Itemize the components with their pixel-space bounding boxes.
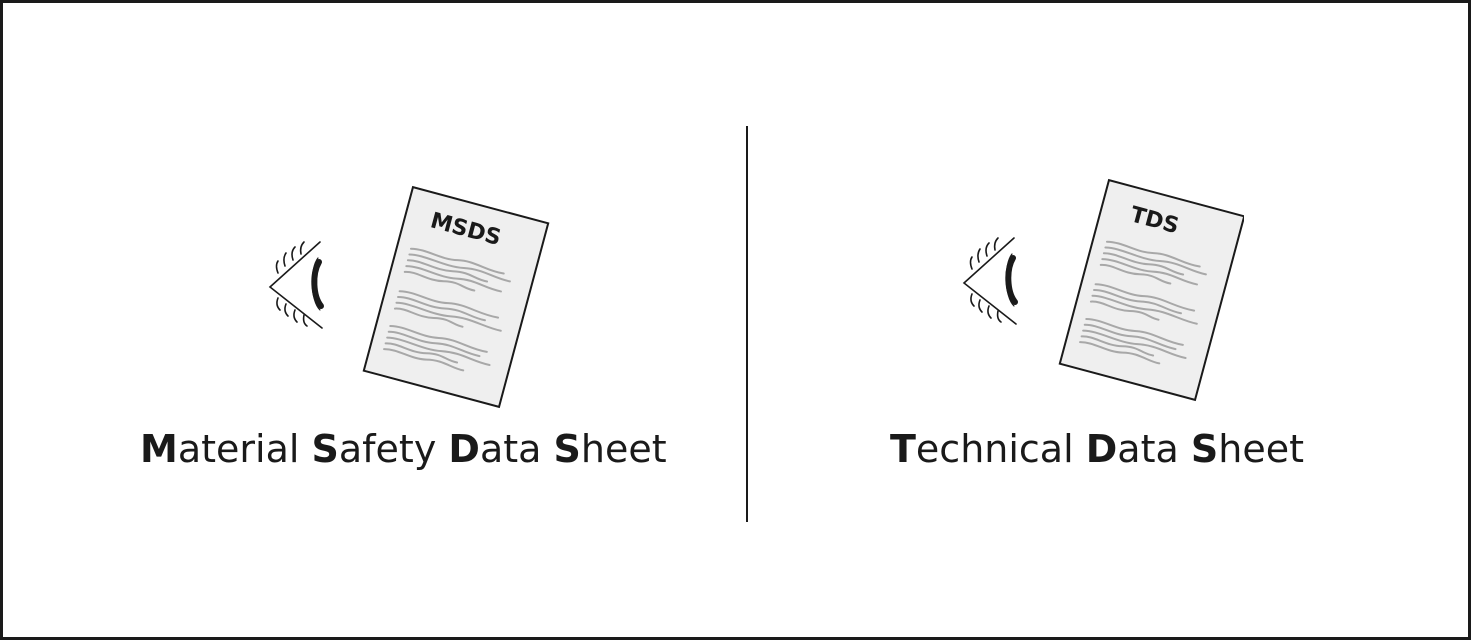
tds-illustration: TDS <box>962 178 1244 402</box>
msds-caption: Material Safety Data Sheet <box>140 425 667 473</box>
eye-icon <box>268 241 324 329</box>
msds-illustration: MSDS <box>268 185 550 409</box>
document-icon: TDS <box>1058 178 1244 402</box>
caption-word: Technical <box>890 427 1074 471</box>
tds-caption: Technical Data Sheet <box>890 425 1304 473</box>
center-divider <box>746 126 748 522</box>
document-icon: MSDS <box>362 185 550 409</box>
caption-word: Safety <box>311 427 437 471</box>
caption-word: Data <box>448 427 542 471</box>
caption-word: Data <box>1085 427 1179 471</box>
caption-word: Sheet <box>553 427 667 471</box>
eye-icon <box>962 237 1018 325</box>
caption-word: Sheet <box>1190 427 1304 471</box>
document-text-lines <box>383 247 511 372</box>
caption-word: Material <box>140 427 300 471</box>
document-text-lines <box>1079 240 1207 365</box>
